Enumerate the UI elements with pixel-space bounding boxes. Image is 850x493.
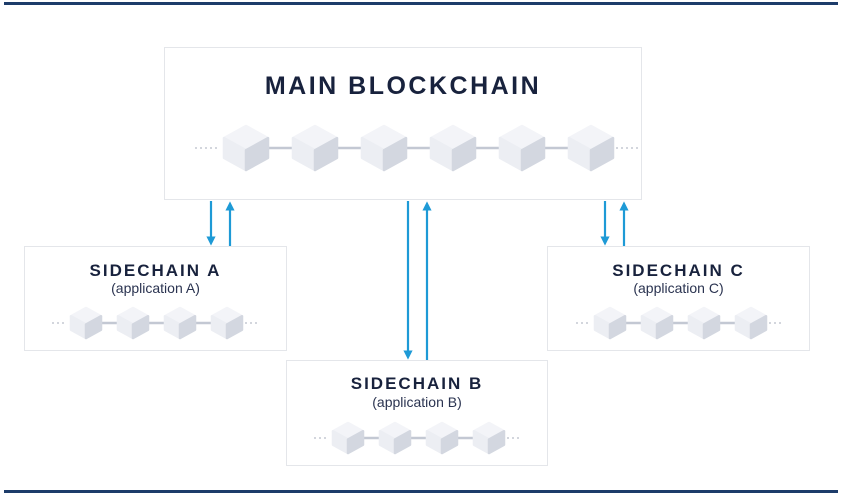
block-icon bbox=[593, 306, 627, 340]
sidechain-c-title: SIDECHAIN C bbox=[612, 261, 745, 280]
block-icon bbox=[687, 306, 721, 340]
main-blockchain-title: MAIN BLOCKCHAIN bbox=[264, 72, 542, 100]
top-rule bbox=[4, 2, 838, 5]
block-icon bbox=[69, 306, 103, 340]
sidechain-a-title: SIDECHAIN A bbox=[89, 261, 222, 280]
main-chain bbox=[195, 124, 638, 172]
sidechain-a-subtitle: (application A) bbox=[111, 280, 200, 296]
sidechain-c-chain bbox=[576, 306, 781, 340]
ellipsis-right bbox=[245, 322, 257, 324]
block-icon bbox=[210, 306, 244, 340]
sidechain-a-chain bbox=[52, 306, 257, 340]
sidechain-b-subtitle: (application B) bbox=[372, 394, 462, 410]
ellipsis-left bbox=[52, 322, 64, 324]
sidechain-b-box: SIDECHAIN B (application B) bbox=[286, 360, 548, 466]
main-blockchain-box: MAIN BLOCKCHAIN bbox=[164, 47, 642, 200]
bottom-rule bbox=[4, 490, 838, 493]
sidechain-c-subtitle: (application C) bbox=[633, 280, 724, 296]
block-icon bbox=[378, 421, 412, 455]
block-icon bbox=[567, 124, 615, 172]
block-icon bbox=[331, 421, 365, 455]
ellipsis-right bbox=[507, 437, 519, 439]
block-icon bbox=[425, 421, 459, 455]
block-icon bbox=[429, 124, 477, 172]
block-icon bbox=[291, 124, 339, 172]
block-icon bbox=[498, 124, 546, 172]
sidechain-b-title: SIDECHAIN B bbox=[350, 374, 484, 393]
block-icon bbox=[734, 306, 768, 340]
ellipsis-right bbox=[769, 322, 781, 324]
sidechain-c-box: SIDECHAIN C (application C) bbox=[547, 246, 810, 351]
ellipsis-left bbox=[576, 322, 588, 324]
block-icon bbox=[472, 421, 506, 455]
block-icon bbox=[360, 124, 408, 172]
ellipsis-right bbox=[616, 147, 638, 149]
sidechain-a-box: SIDECHAIN A (application A) bbox=[24, 246, 287, 351]
block-icon bbox=[640, 306, 674, 340]
ellipsis-left bbox=[195, 147, 217, 149]
ellipsis-left bbox=[314, 437, 326, 439]
block-icon bbox=[222, 124, 270, 172]
sidechain-b-chain bbox=[314, 421, 519, 455]
block-icon bbox=[163, 306, 197, 340]
block-icon bbox=[116, 306, 150, 340]
